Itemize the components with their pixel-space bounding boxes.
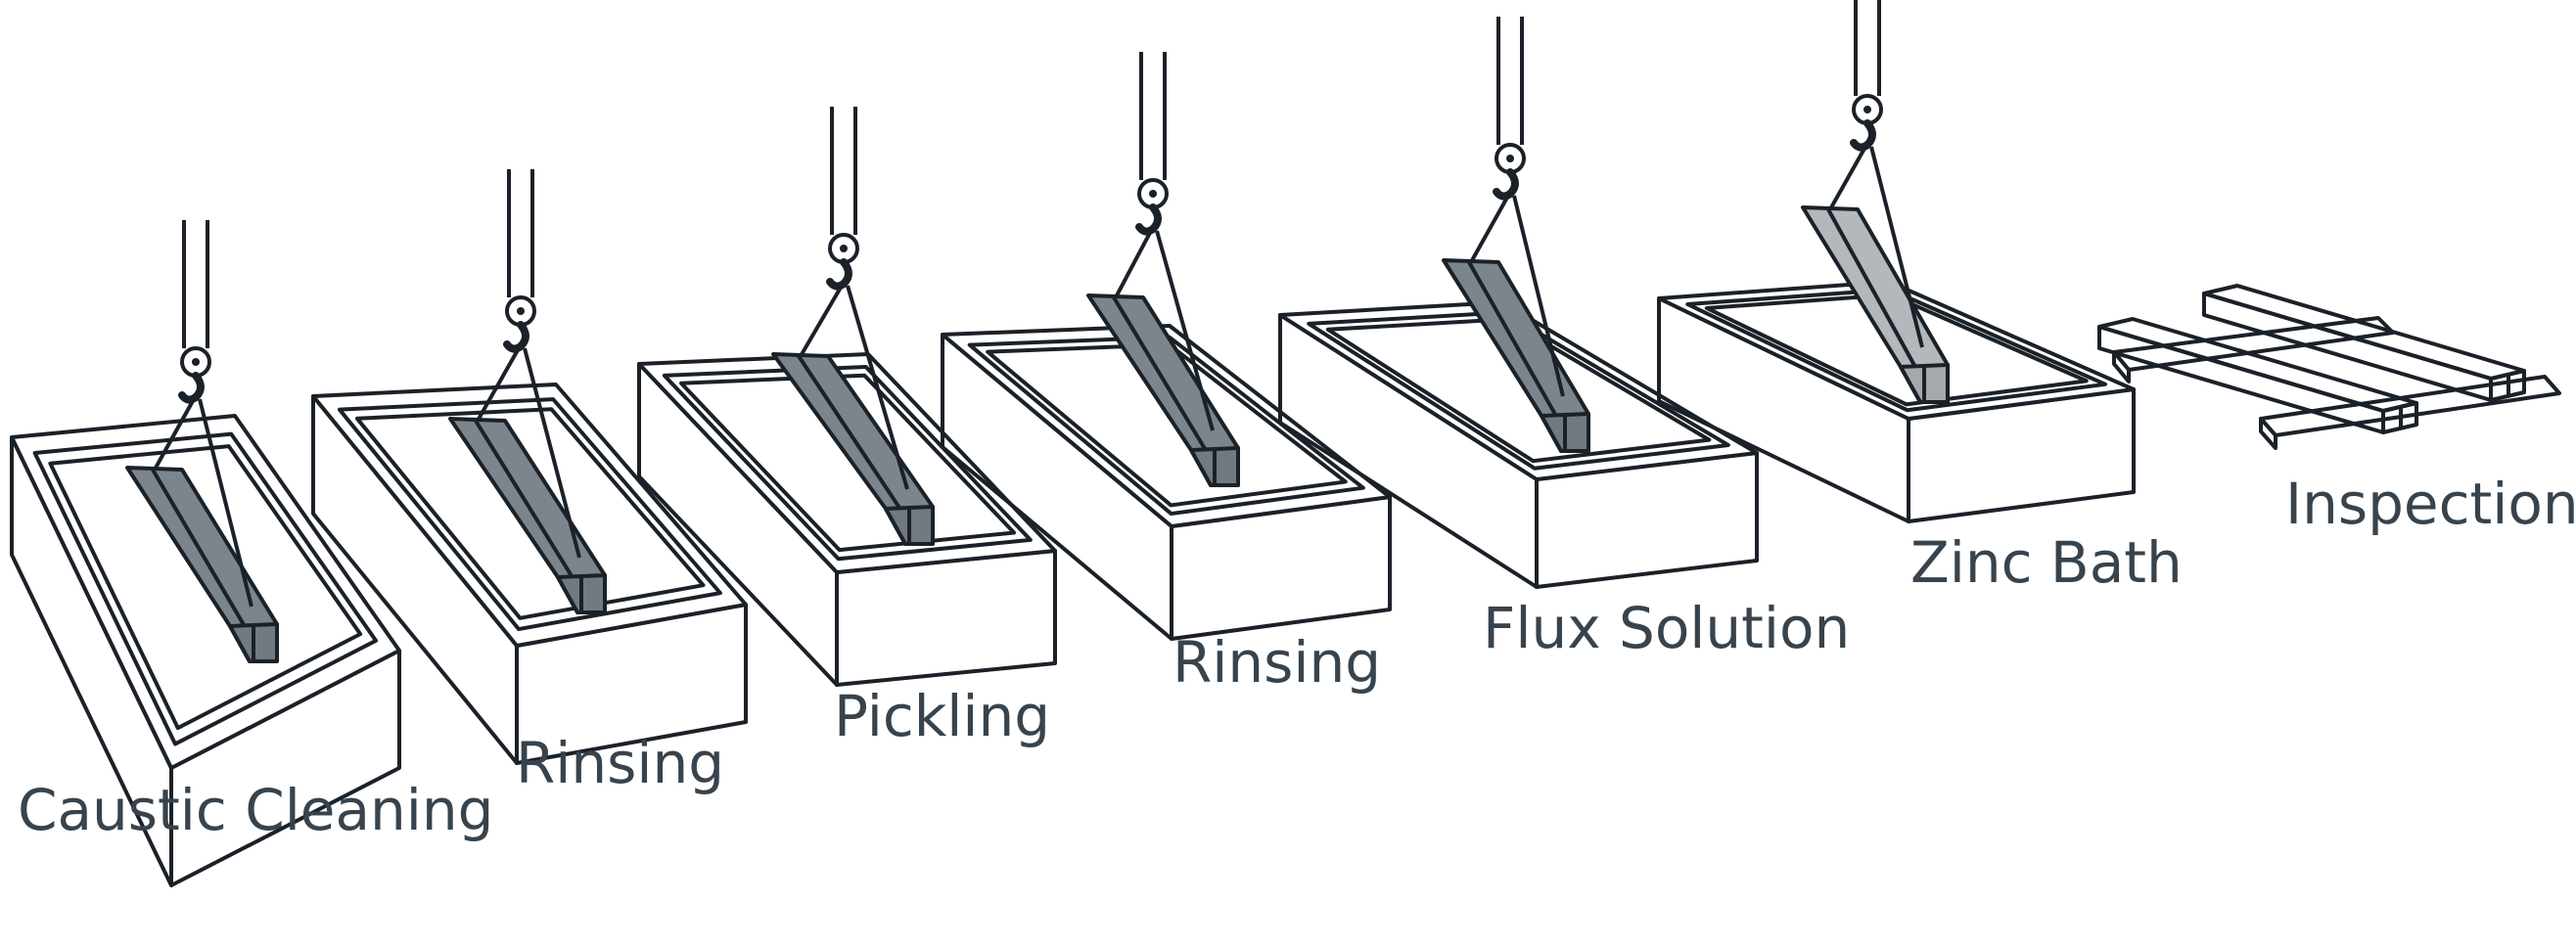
tank-bath-surface (1325, 317, 1712, 464)
inspection-rack (2097, 284, 2561, 450)
stage-label-4: Rinsing (1173, 629, 1381, 696)
steel-beam-icon (125, 466, 279, 663)
stage-label-1: Caustic Cleaning (18, 777, 494, 843)
tank-5 (1278, 17, 1759, 589)
steel-beam-icon (1801, 205, 1950, 404)
tank-6 (1657, 0, 2136, 523)
stage-label-2: Rinsing (516, 730, 724, 796)
crane-hook-icon (1114, 52, 1215, 431)
crane-hook-icon (799, 107, 909, 490)
crane-hook-icon (476, 169, 581, 559)
crane-hook-icon (1469, 17, 1565, 397)
crane-hook-icon (153, 220, 253, 608)
tank-bath-surface (986, 342, 1348, 508)
steel-beam-icon (1442, 258, 1590, 453)
tank-1 (10, 220, 401, 887)
stage-label-7: Inspection (2285, 471, 2576, 537)
tank-3 (637, 107, 1057, 687)
steel-beam-icon (771, 352, 935, 546)
steel-beam-icon (2202, 284, 2526, 402)
stage-label-5: Flux Solution (1483, 595, 1850, 661)
stage-label-3: Pickling (834, 683, 1050, 749)
steel-beam-icon (448, 417, 607, 614)
tank-2 (311, 169, 748, 765)
stage-label-6: Zinc Bath (1910, 529, 2183, 596)
crane-hook-icon (1828, 0, 1924, 348)
tank-4 (941, 52, 1392, 641)
steel-beam-icon (1086, 293, 1240, 487)
steel-beam-icon (2097, 317, 2418, 434)
